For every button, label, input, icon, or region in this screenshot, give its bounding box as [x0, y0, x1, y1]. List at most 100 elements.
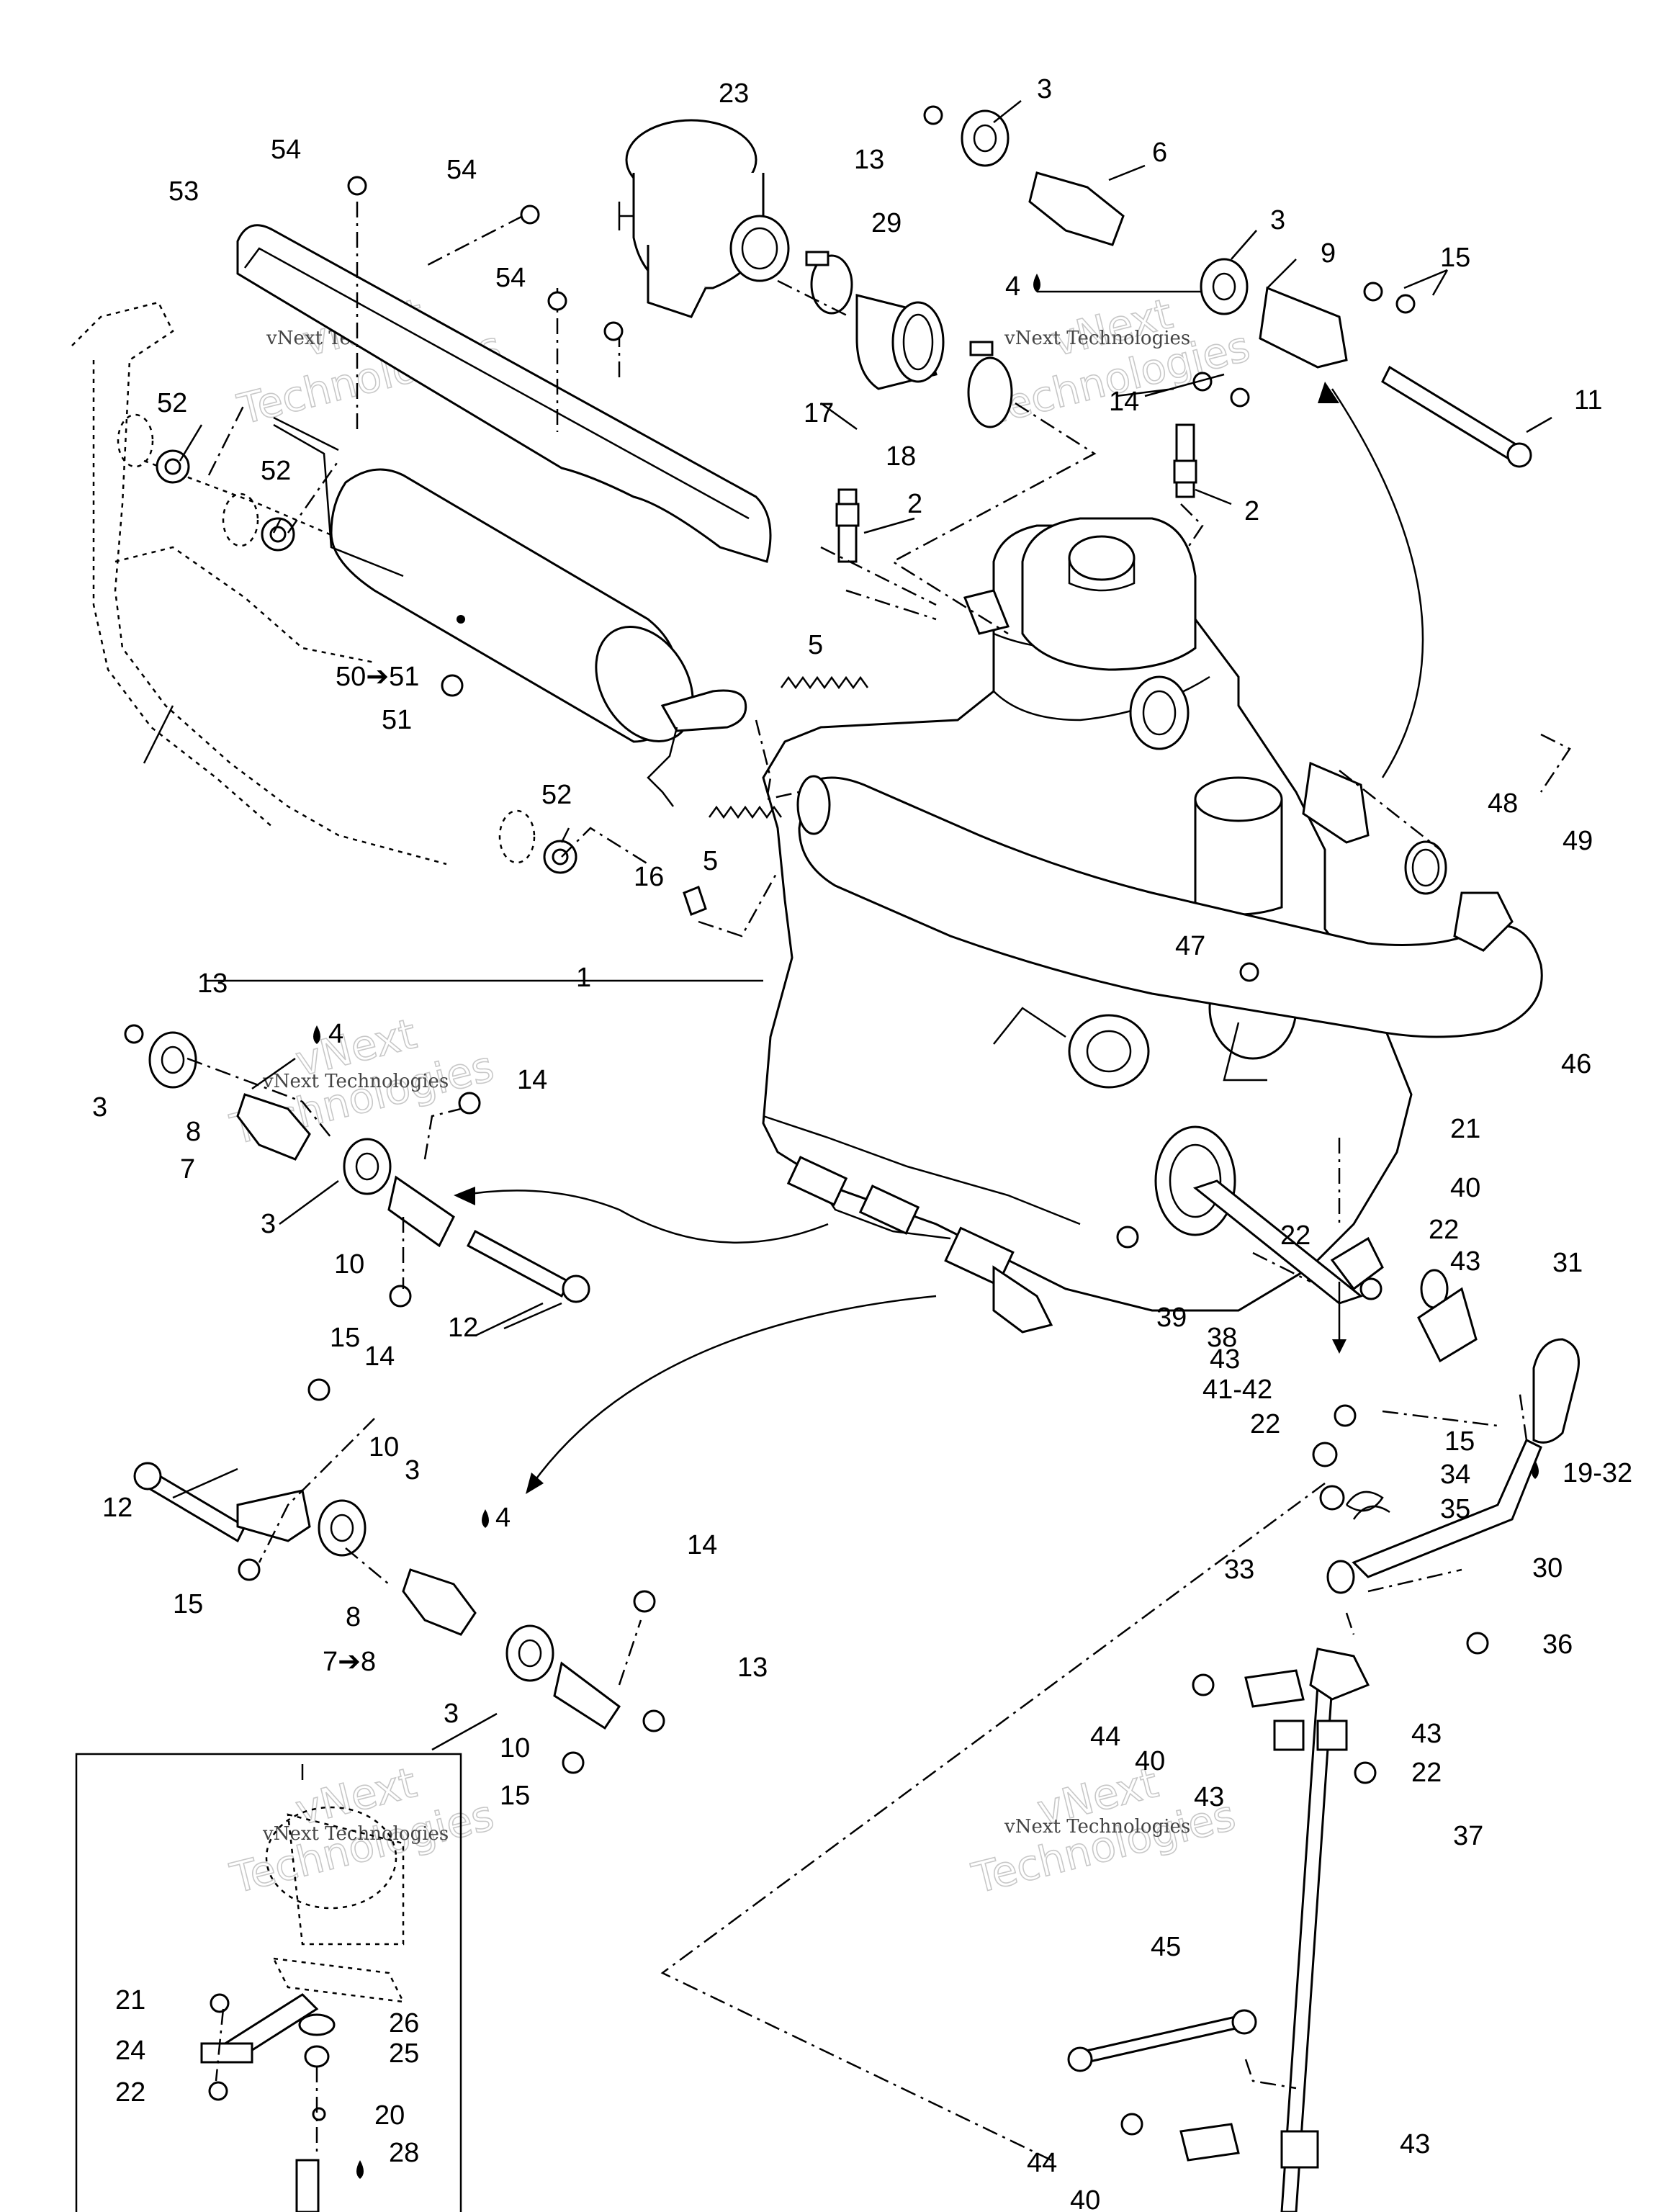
callout-label: 44 [1090, 1722, 1120, 1752]
left-mount-assembly [124, 1024, 590, 1308]
hose-clamp [967, 341, 1013, 428]
callout-label: 24 [115, 2036, 145, 2066]
callout-label: 4 [1005, 271, 1020, 302]
callout-label: 3 [1037, 74, 1052, 104]
callout-label: 12 [448, 1313, 478, 1343]
callout-label: 3 [261, 1209, 276, 1239]
callout-label: 2 [1244, 496, 1259, 526]
callout-label: 43 [1411, 1719, 1442, 1749]
callout-label: 4 [495, 1503, 511, 1533]
callout-label: 15 [173, 1589, 203, 1619]
callout-label: 14 [687, 1530, 717, 1560]
callout-label: 49 [1563, 826, 1593, 856]
callout-label: 4 [328, 1019, 343, 1049]
exhaust-gasket-inner [1411, 848, 1440, 887]
callout-label: 14 [517, 1065, 547, 1095]
lower-left-mount-assembly [133, 1378, 665, 1774]
callout-label: 52 [541, 780, 572, 810]
callout-label: 51 [382, 705, 412, 735]
callout-label: 41-42 [1202, 1375, 1272, 1405]
callout-label: 18 [886, 441, 916, 472]
grease-drop-icon [356, 2160, 364, 2179]
callout-label: 43 [1400, 2129, 1430, 2159]
callout-label: 38 [1207, 1323, 1237, 1353]
carburetor [618, 119, 790, 318]
inset-box [75, 1753, 462, 2212]
spark-plug [1173, 423, 1197, 498]
callout-label: 14 [1109, 387, 1139, 417]
bolt [547, 291, 567, 311]
callout-label: 43 [1450, 1246, 1480, 1277]
watermark-small: vNext Technologies [262, 1823, 449, 1845]
callout-label: 25 [389, 2038, 419, 2069]
vehicle-frame-outline [71, 301, 536, 866]
callouts: 1 2 2 3 3 3 3 3 3 4 4 4 5 5 6 7 7➔8 8 8 … [92, 74, 1632, 2212]
callout-label: 40 [1450, 1173, 1480, 1203]
guide-lines [186, 202, 1571, 2162]
callout-label: 3 [444, 1699, 459, 1729]
callout-label: 52 [261, 456, 291, 486]
callout-label: 52 [157, 388, 187, 418]
callout-label: 40 [1070, 2185, 1100, 2212]
callout-label: 15 [330, 1323, 360, 1353]
callout-label: 3 [405, 1455, 420, 1485]
callout-label: 13 [854, 145, 884, 175]
callout-label: 13 [197, 968, 228, 999]
callout-label: 3 [92, 1092, 107, 1123]
callout-label: 8 [346, 1602, 361, 1632]
watermark-small: vNext Technologies [1004, 1816, 1190, 1838]
callout-label: 22 [1280, 1220, 1310, 1251]
callout-label: 36 [1542, 1629, 1573, 1660]
callout-label: 23 [719, 78, 749, 109]
callout-label: 12 [102, 1493, 132, 1523]
callout-label: 17 [804, 398, 834, 428]
grease-drop-icon [1033, 274, 1040, 292]
callout-label: 16 [634, 862, 664, 892]
callout-label: 22 [1250, 1409, 1280, 1439]
callout-label: 50➔51 [336, 662, 419, 692]
bolt [441, 674, 464, 697]
callout-label: 11 [1574, 385, 1602, 415]
exhaust-spring [708, 805, 783, 819]
watermark-small: vNext Technologies [262, 1071, 449, 1092]
callout-label: 20 [374, 2100, 405, 2131]
leader-lines [143, 100, 1552, 1751]
callout-label: 9 [1321, 238, 1336, 269]
callout-label: 54 [271, 135, 301, 165]
bolt [603, 321, 624, 341]
muffler [273, 416, 747, 807]
callout-label: 44 [1027, 2148, 1057, 2178]
callout-label: 47 [1175, 931, 1205, 961]
engine-bracket [1259, 286, 1348, 369]
grease-drop-icon [313, 1025, 320, 1044]
callout-label: 37 [1453, 1821, 1483, 1851]
callout-label: 43 [1194, 1782, 1224, 1812]
hose-clamp [805, 251, 853, 315]
callout-label: 7➔8 [323, 1647, 376, 1677]
callout-label: 15 [500, 1781, 530, 1811]
callout-label: 45 [1151, 1932, 1181, 1962]
callout-label: 5 [808, 630, 823, 660]
callout-label: 43 [1210, 1344, 1240, 1375]
callout-label: 22 [115, 2077, 145, 2108]
callout-label: 2 [907, 489, 922, 519]
callout-label: 19-32 [1563, 1458, 1632, 1488]
callout-label: 14 [364, 1341, 395, 1372]
callout-label: 10 [500, 1733, 530, 1763]
spark-plug [835, 488, 860, 563]
engine-bracket [1302, 761, 1370, 844]
callout-label: 10 [334, 1249, 364, 1280]
grease-drop-icon [482, 1509, 489, 1528]
callout-label: 13 [737, 1653, 768, 1683]
callout-label: 40 [1135, 1746, 1165, 1776]
callout-label: 34 [1440, 1460, 1470, 1490]
callout-label: 6 [1152, 138, 1167, 168]
upper-mount-assembly [923, 105, 1532, 468]
callout-label: 1 [576, 963, 591, 993]
callout-label: 54 [446, 155, 477, 185]
heat-shield [236, 224, 772, 563]
callout-label: 31 [1552, 1248, 1583, 1278]
callout-label: 15 [1444, 1426, 1475, 1457]
callout-label: 22 [1429, 1215, 1459, 1245]
